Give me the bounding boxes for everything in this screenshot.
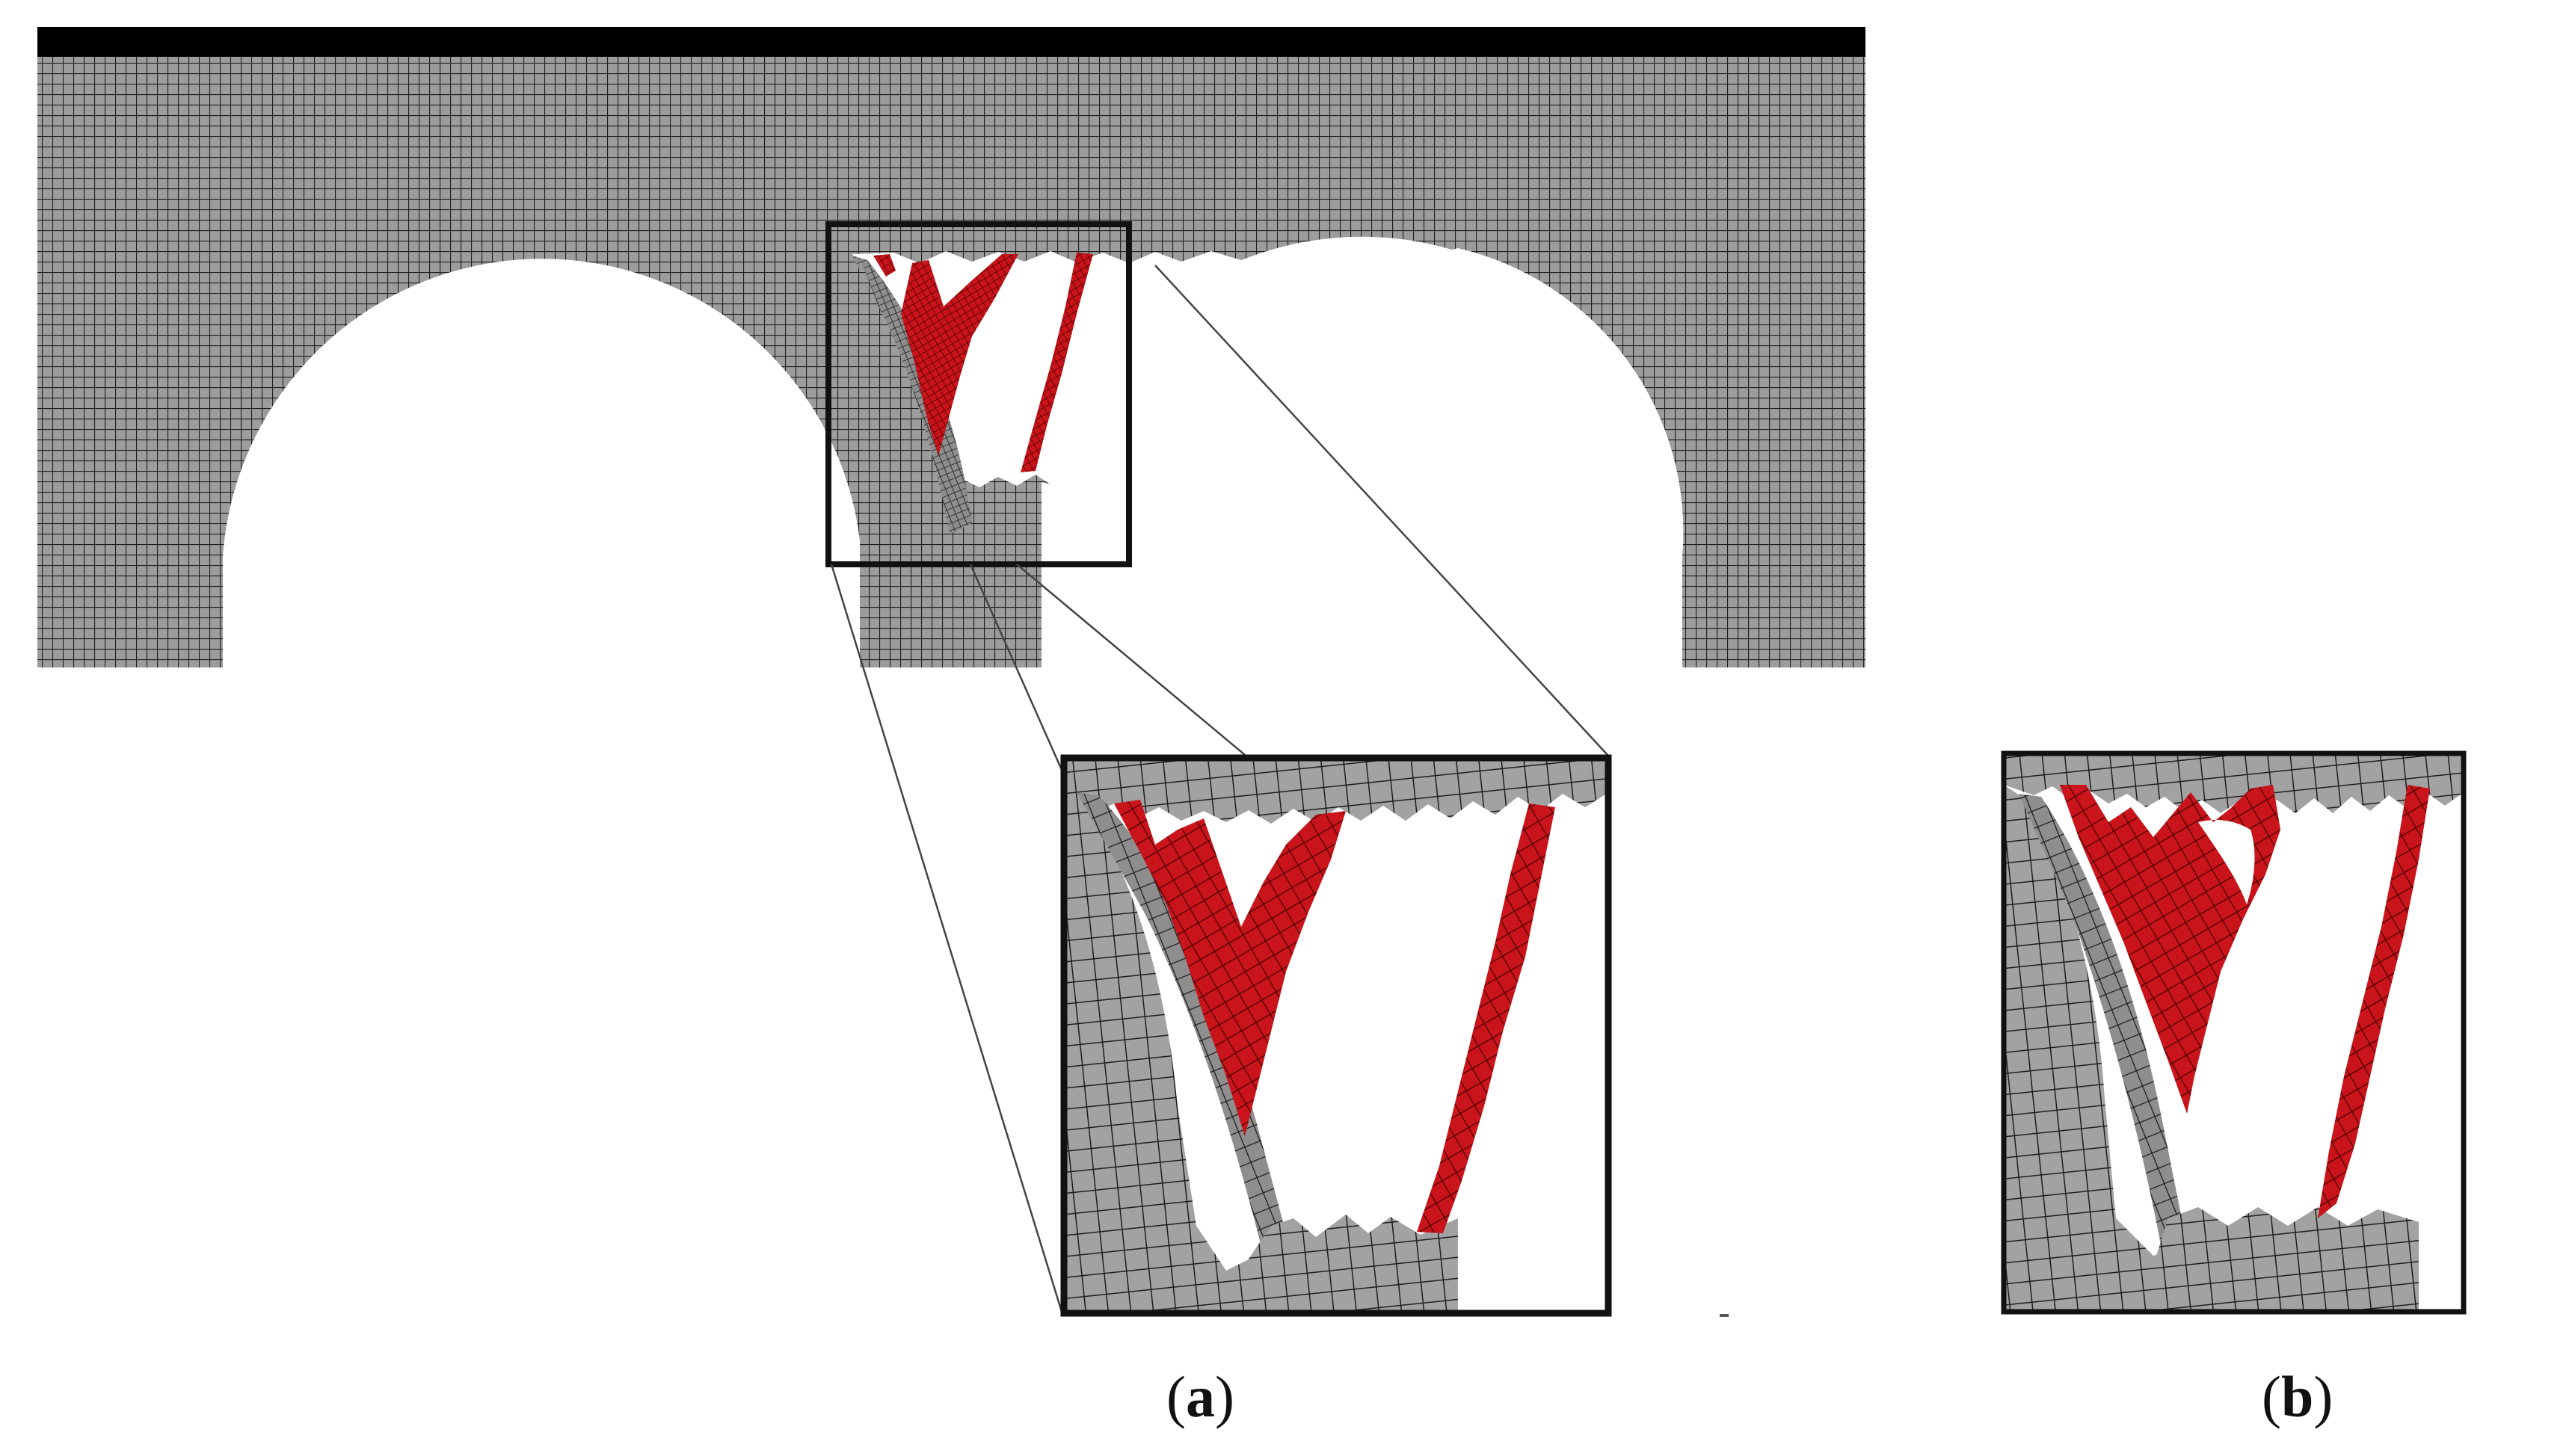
inset-a-damage-strut: [1417, 803, 1555, 1233]
inset-b: [2004, 753, 2464, 1312]
stray-mark: [1720, 1314, 1729, 1317]
inset-a-ribbon: [1077, 792, 1286, 1256]
inset-b-ribbon: [2019, 794, 2183, 1244]
beam-model: [37, 27, 1865, 668]
inset-b-top-band: [2004, 753, 2464, 815]
inset-a-frame: [1060, 754, 1612, 1317]
left-arch-opening: [223, 259, 861, 667]
inset-b-damage-fan: [2060, 785, 2280, 1114]
damage-zone-strut: [1021, 253, 1093, 472]
inset-a-lower-mesh: [1211, 1215, 1458, 1314]
compression-ribbon: [852, 256, 972, 534]
panel-label-b: (b): [2262, 1364, 2334, 1429]
panel-label-a: (a): [1166, 1364, 1234, 1429]
beam-mesh-right: [1042, 52, 1865, 667]
inset-b-lower-mesh: [2138, 1207, 2419, 1312]
damage-zone-left: [873, 254, 896, 277]
inset-b-frame: [2001, 750, 2467, 1315]
zoom-region-box: [825, 221, 1132, 567]
inset-a-top-band: [1063, 757, 1609, 824]
top-loading-plate: [37, 27, 1865, 57]
inset-b-damage-strut: [2318, 785, 2430, 1218]
inset-b-left-mesh: [2004, 785, 2419, 1312]
zoom-connectors: [830, 265, 1608, 1312]
inset-a-left-mesh: [1063, 792, 1458, 1314]
inset-a-damage-fan: [1114, 800, 1346, 1136]
damage-zone-fan: [901, 254, 1018, 456]
inset-a: [1063, 757, 1609, 1314]
